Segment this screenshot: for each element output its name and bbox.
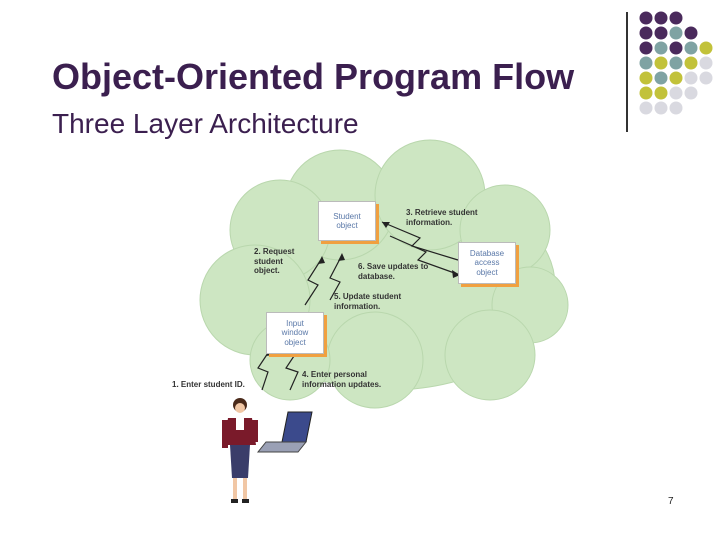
- arrow-step-1: [257, 349, 271, 391]
- arrow-step-5: [329, 254, 343, 301]
- arrow-step-6: [389, 235, 461, 276]
- database-access-object-box: Database access object: [458, 242, 516, 284]
- step-6-label: 6. Save updates to database.: [358, 262, 429, 281]
- person-figure-icon: [222, 398, 258, 503]
- arrow-step-2: [304, 257, 323, 306]
- step-3-label: 3. Retrieve student information.: [406, 208, 478, 227]
- step-1-label: 1. Enter student ID.: [172, 380, 245, 389]
- slide-subtitle: Three Layer Architecture: [52, 108, 359, 139]
- step-2-label: 2. Request student object.: [254, 247, 295, 276]
- title-divider-line: [626, 12, 628, 132]
- page-number: 7: [668, 496, 674, 507]
- cloud-shape: [199, 139, 569, 409]
- input-window-object-box: Input window object: [266, 312, 324, 354]
- step-4-label: 4. Enter personal information updates.: [302, 370, 382, 389]
- arrow-step-3: [381, 221, 459, 261]
- arrow-step-4: [285, 349, 299, 391]
- message-arrows: [257, 221, 461, 391]
- step-5-label: 5. Update student information.: [334, 292, 402, 311]
- student-object-box: Student object: [318, 201, 376, 241]
- slide-title: Object-Oriented Program Flow: [52, 56, 575, 97]
- laptop-icon: [256, 411, 313, 453]
